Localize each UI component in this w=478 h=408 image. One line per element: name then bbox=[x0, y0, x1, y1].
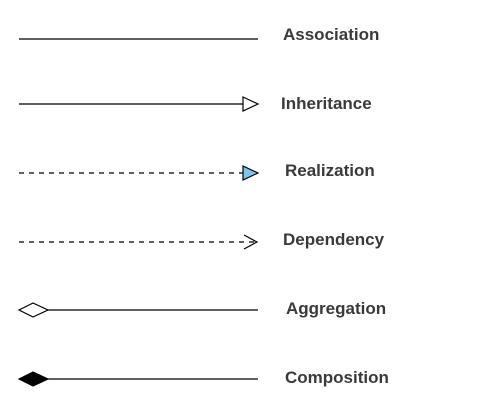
realization-row: Realization bbox=[19, 161, 375, 181]
open-arrowhead-icon bbox=[243, 234, 259, 250]
aggregation-label: Aggregation bbox=[286, 299, 386, 318]
realization-label: Realization bbox=[285, 161, 375, 180]
hollow-diamond-icon bbox=[17, 302, 50, 318]
association-row: Association bbox=[19, 25, 379, 44]
inheritance-row: Inheritance bbox=[19, 94, 372, 113]
filled-triangle-arrowhead-icon bbox=[242, 165, 260, 181]
filled-diamond-icon bbox=[17, 371, 50, 387]
composition-label: Composition bbox=[285, 368, 389, 387]
hollow-triangle-arrowhead-icon bbox=[242, 96, 260, 112]
composition-row: Composition bbox=[17, 368, 389, 387]
inheritance-label: Inheritance bbox=[281, 94, 372, 113]
dependency-label: Dependency bbox=[283, 230, 385, 249]
aggregation-row: Aggregation bbox=[17, 299, 386, 318]
association-label: Association bbox=[283, 25, 379, 44]
dependency-row: Dependency bbox=[19, 230, 385, 250]
